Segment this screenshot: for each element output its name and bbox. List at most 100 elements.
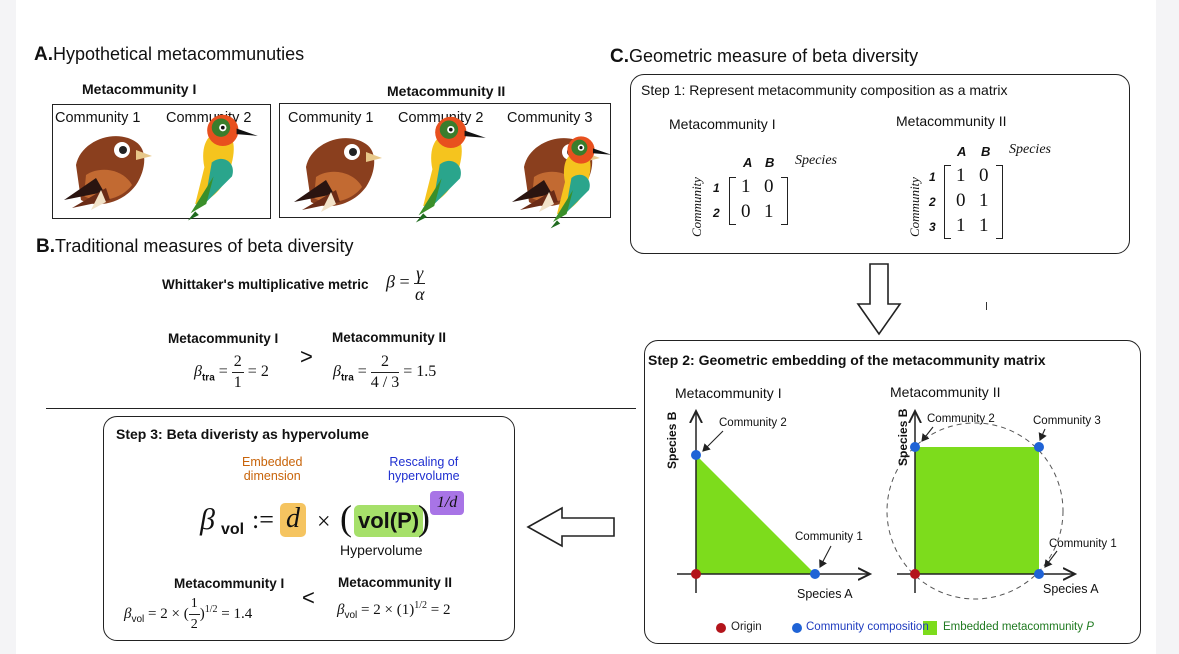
- plot2-embedded-square: [915, 447, 1039, 574]
- s3-meta2-expr: = 2 × (1): [361, 602, 415, 618]
- stray-tick: [986, 302, 987, 310]
- plot2-dashed-circle: [886, 422, 1064, 600]
- legend-embedded-marker: [923, 621, 937, 635]
- plot2-community-1-point: [1034, 569, 1044, 579]
- step3-title: Step 3: Beta diveristy as hypervolume: [116, 426, 369, 442]
- plot1-pointer-c2: [702, 430, 724, 452]
- s3-meta1-exp: 1/2: [204, 603, 218, 615]
- section-a-heading: A.Hypothetical metacommunuties: [34, 44, 304, 66]
- m1-col-b: B: [765, 155, 775, 170]
- a-meta1-label: Metacommunity I: [82, 81, 197, 97]
- m2-row-3: 3: [929, 220, 936, 234]
- a-meta1-community-1-label: Community 1: [55, 110, 141, 126]
- m2-col-a: A: [957, 144, 967, 159]
- b-meta1-den: 1: [233, 374, 242, 391]
- m1-species-label: Species: [795, 153, 837, 168]
- b-meta1-beta-sub: tra: [201, 372, 215, 384]
- m2-bracket-right: [996, 165, 1003, 239]
- b-meta2-beta-sub: tra: [340, 372, 354, 384]
- b-meta1-beta: β: [194, 363, 202, 381]
- step1-meta2-label: Metacommunity II: [896, 113, 1007, 129]
- m2-col-b: B: [981, 144, 991, 159]
- m1-row-1: 1: [713, 181, 720, 195]
- a-meta2-community-3-label: Community 3: [507, 110, 593, 126]
- step3-beta: β: [200, 503, 215, 536]
- whittaker-alpha: α: [414, 284, 425, 304]
- s3-meta1-den: 2: [190, 617, 198, 632]
- m1-cell-1-2: 0: [764, 176, 774, 197]
- b-meta2-num: 2: [370, 352, 400, 373]
- m1-row-2: 2: [713, 206, 720, 220]
- step3-vol-highlight: vol(P): [354, 505, 424, 537]
- vol-paren-open: (: [340, 498, 352, 538]
- s3-meta2-beta: β: [337, 602, 345, 618]
- step3-box: Step 3: Beta diveristy as hypervolume Em…: [103, 416, 515, 641]
- plot2-y-label-text: Species B: [896, 408, 910, 466]
- s3-meta2-label: Metacommunity II: [338, 575, 453, 590]
- legend-embedded-text: Embedded metacommunity: [943, 621, 1083, 633]
- s3-meta2-exp: 1/2: [414, 600, 427, 611]
- rescaling-label: Rescaling of hypervolume: [388, 455, 460, 483]
- embedded-label-line2: dimension: [243, 469, 301, 483]
- plot1-origin-point: [691, 569, 701, 579]
- m2-row-1: 1: [929, 170, 936, 184]
- m1-col-a: A: [743, 155, 753, 170]
- plot1-embedded-triangle: [696, 455, 815, 574]
- m2-cell-1-1: 1: [956, 165, 966, 186]
- b-meta2-result: 1.5: [416, 363, 437, 381]
- b-meta2-beta: β: [333, 363, 341, 381]
- step3-assign: :=: [252, 505, 274, 534]
- step3-beta-sub: vol: [221, 521, 245, 538]
- vol-paren-close: ): [418, 498, 430, 538]
- plot2-community-1-label: Community 1: [1049, 538, 1117, 550]
- whittaker-gamma: γ: [414, 263, 426, 284]
- section-c-heading: C.Geometric measure of beta diversity: [610, 46, 918, 68]
- m2-cell-3-2: 1: [979, 215, 989, 236]
- m1-bracket-right: [781, 177, 788, 225]
- step1-box: Step 1: Represent metacommunity composit…: [630, 74, 1130, 254]
- embedded-label-line1: Embedded: [242, 455, 303, 469]
- legend-origin-label: Origin: [731, 621, 762, 633]
- section-a-title: Hypothetical metacommunuties: [53, 44, 305, 64]
- plot1-community-1-point: [810, 569, 820, 579]
- legend-community-marker: [792, 623, 802, 633]
- figure-page: A.Hypothetical metacommunuties Metacommu…: [16, 0, 1156, 654]
- plot2-community-3-label: Community 3: [1033, 415, 1101, 427]
- m2-cell-2-2: 1: [979, 190, 989, 211]
- s3-meta1-post: ): [199, 605, 205, 622]
- b-meta2-den: 4 / 3: [370, 374, 400, 391]
- whittaker-fraction: γ α: [414, 263, 426, 304]
- arrow-to-step2: [856, 263, 902, 336]
- plot2-x-label: Species A: [1043, 582, 1099, 596]
- step2-box: Step 2: Geometric embedding of the metac…: [644, 340, 1141, 644]
- plot2-pointer-c3: [1038, 428, 1047, 442]
- m1-cell-1-1: 1: [741, 176, 751, 197]
- a-meta2-label: Metacommunity II: [387, 83, 506, 99]
- step1-title: Step 1: Represent metacommunity composit…: [641, 82, 1008, 98]
- m1-cell-2-1: 0: [741, 201, 751, 222]
- legend-embedded-label: Embedded metacommunity P: [943, 621, 1094, 633]
- b-meta1-label: Metacommunity I: [168, 331, 279, 346]
- step3-vol: vol(P): [358, 508, 420, 533]
- legend-origin-marker: [716, 623, 726, 633]
- b-meta1-num: 2: [231, 352, 244, 373]
- legend-community-label: Community composition: [806, 621, 929, 633]
- s3-meta2-result: = 2: [430, 602, 451, 618]
- plot2-community-2-label: Community 2: [927, 413, 995, 425]
- a-meta2-box: Community 1 Community 2 Community 3: [279, 103, 611, 218]
- m2-species-label: Species: [1009, 142, 1051, 157]
- m2-row-2: 2: [929, 195, 936, 209]
- plot2-community-3-point: [1034, 442, 1044, 452]
- b-compare-sign: >: [300, 344, 313, 369]
- section-b-title: Traditional measures of beta diversity: [55, 236, 354, 256]
- plot2-origin-point: [910, 569, 920, 579]
- step3-exponent: 1/d: [430, 491, 464, 515]
- m2-cell-3-1: 1: [956, 215, 966, 236]
- step1-meta1-label: Metacommunity I: [669, 116, 776, 132]
- s3-meta1-pre: = 2 × (: [148, 605, 189, 622]
- m2-cell-2-1: 0: [956, 190, 966, 211]
- embedded-dimension-label: Embedded dimension: [242, 455, 302, 483]
